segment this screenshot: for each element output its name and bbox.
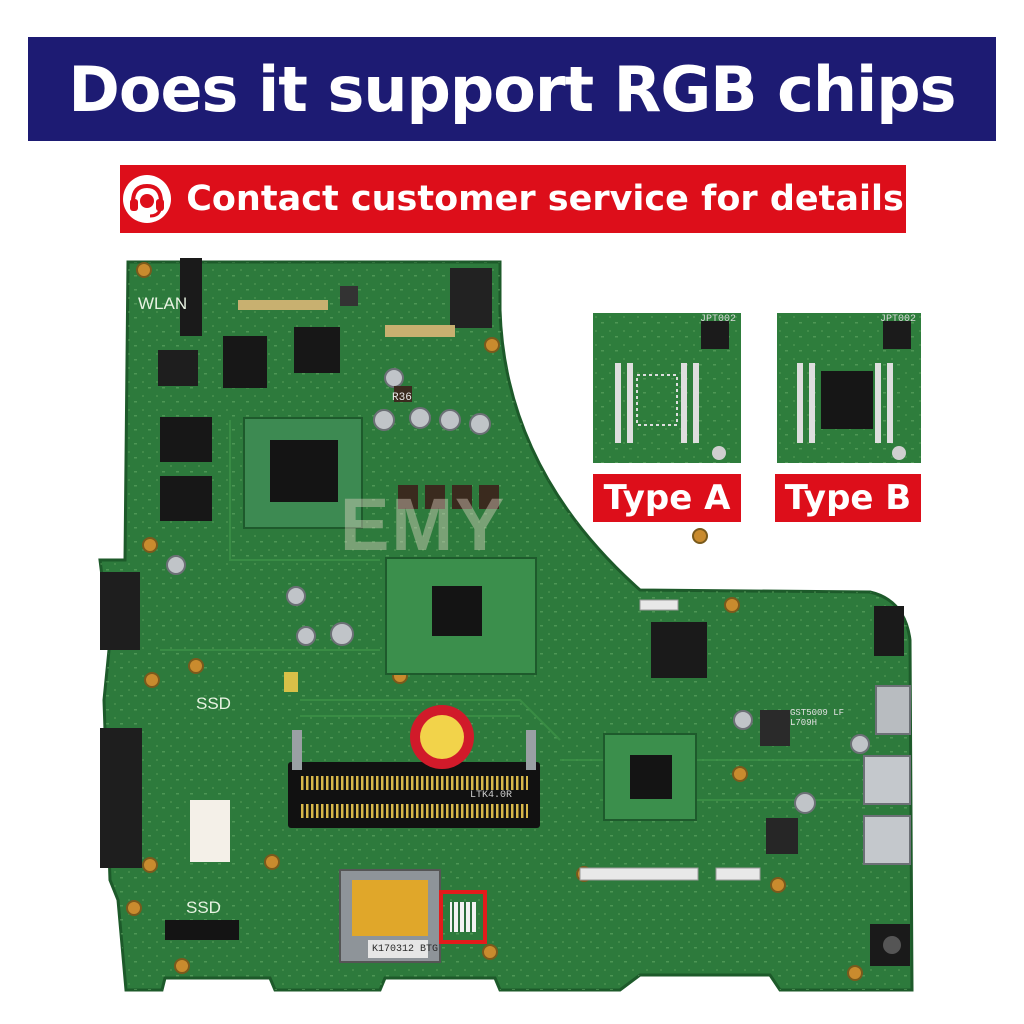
- hdd-connector: [100, 728, 142, 868]
- contact-text: Contact customer service for details: [186, 179, 904, 219]
- type-b-label: Type B: [784, 478, 912, 518]
- type-a-label-bg: [593, 474, 741, 522]
- headset-icon: [123, 175, 172, 223]
- type-b-label-bg: [775, 474, 921, 522]
- r36-marking: R36: [392, 392, 412, 404]
- pch-die: [630, 755, 672, 799]
- usb-port-2: [863, 815, 911, 865]
- gpu-die: [270, 440, 338, 502]
- highlight-box: [439, 890, 487, 944]
- ssd-slot-bottom: [165, 920, 239, 940]
- type-a-label: Type A: [603, 478, 731, 518]
- ethernet-port: [874, 606, 904, 656]
- ssd-connector-top: [100, 572, 140, 650]
- ec-chip: [651, 622, 707, 678]
- cpu-die: [432, 586, 482, 636]
- hdmi-port: [875, 685, 911, 735]
- ssd-label-top: SSD: [196, 694, 231, 713]
- watermark: EMY: [340, 483, 507, 566]
- wlan-slot: [180, 258, 202, 336]
- top-connector: [450, 268, 492, 328]
- sd-marking: K170312 BTG: [372, 944, 439, 955]
- wlan-label: WLAN: [138, 294, 188, 313]
- ssd-label-bottom: SSD: [186, 898, 221, 917]
- ram-marking: LTK4.0R: [470, 790, 513, 801]
- usb-port-1: [863, 755, 911, 805]
- type-a-inset: [593, 313, 741, 463]
- type-a-marking: JPT002: [700, 314, 737, 325]
- type-b-inset: [777, 313, 921, 463]
- contact-banner: [120, 165, 906, 233]
- headline-banner: [28, 37, 996, 141]
- type-b-marking: JPT002: [880, 314, 917, 325]
- chip-marking: GST5009 LF L709H: [790, 708, 845, 728]
- contact-banner-content: Contact customer service for details: [120, 165, 906, 233]
- type-b-chip: [821, 371, 873, 429]
- label-sticker: [190, 800, 230, 862]
- headline-text: Does it support RGB chips: [68, 52, 956, 126]
